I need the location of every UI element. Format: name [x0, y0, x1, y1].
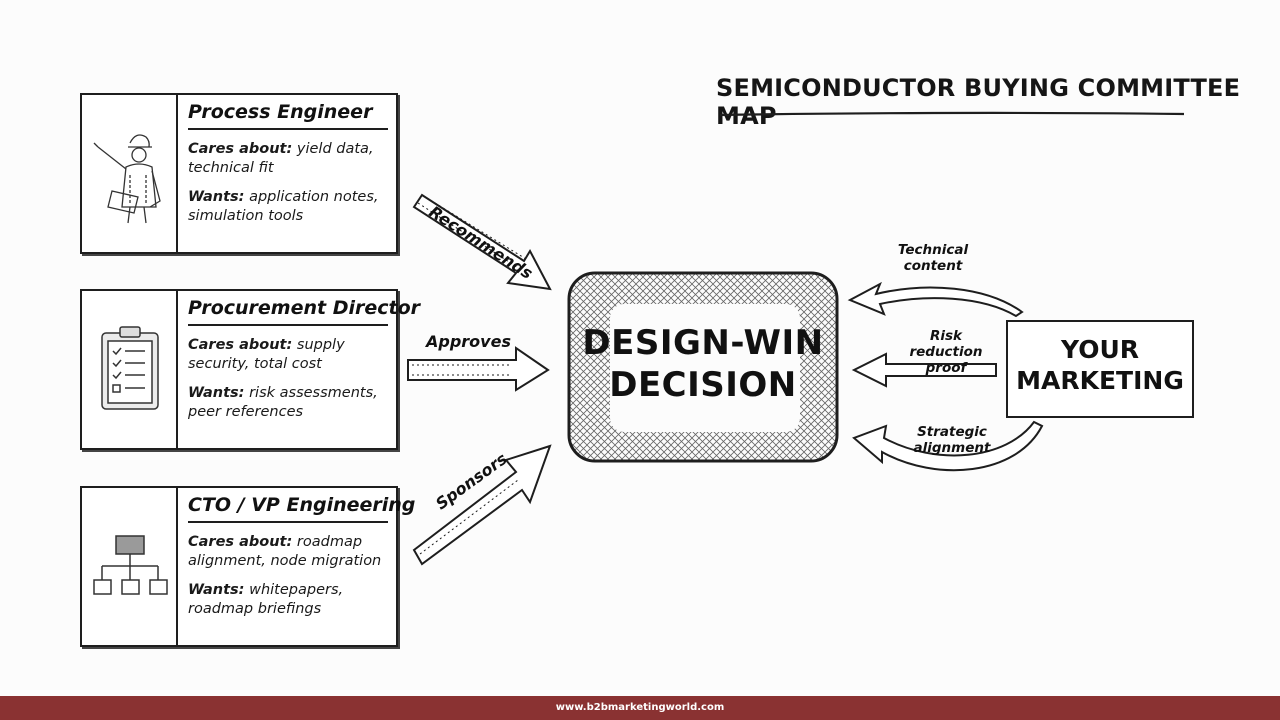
- role-illustration: [82, 488, 178, 645]
- role-wants: Wants: whitepapers, roadmap briefings: [188, 582, 344, 617]
- decision-title: DESIGN-WIN DECISION: [582, 323, 824, 405]
- arrow-approves: [407, 346, 550, 392]
- clipboard-checklist-icon: [101, 326, 159, 410]
- flow-label-technical-content: Technical content: [897, 242, 969, 274]
- title-underline: [719, 111, 1185, 117]
- role-illustration: [82, 95, 178, 252]
- flow-label-risk-reduction-proof: Risk reduction proof: [909, 328, 983, 376]
- diagram-canvas: SEMICONDUCTOR BUYING COMMITTEE MAP: [80, 74, 1241, 647]
- role-name: Process Engineer: [188, 101, 388, 130]
- role-cares: Cares about: supply security, total cost: [188, 337, 345, 372]
- arrow-sponsors: [412, 444, 552, 566]
- role-card-process-engineer: Process Engineer Cares about: yield data…: [80, 93, 398, 254]
- engineer-icon: [93, 134, 161, 224]
- role-wants: Wants: application notes, simulation too…: [188, 189, 379, 224]
- role-illustration: [82, 291, 178, 448]
- org-chart-icon: [93, 535, 168, 595]
- footer-url: www.b2bmarketingworld.com: [0, 696, 1280, 720]
- role-cares: Cares about: roadmap alignment, node mig…: [188, 534, 382, 569]
- role-name: Procurement Director: [188, 297, 420, 326]
- marketing-flow-arrows: [847, 281, 1044, 472]
- role-cares: Cares about: yield data, technical fit: [188, 141, 374, 176]
- role-card-cto-vp-engineering: CTO / VP Engineering Cares about: roadma…: [80, 486, 415, 647]
- flow-label-strategic-alignment: Strategic alignment: [913, 424, 991, 456]
- action-label-approves: Approves: [426, 332, 511, 351]
- diagram-title: SEMICONDUCTOR BUYING COMMITTEE MAP: [716, 74, 1241, 130]
- role-wants: Wants: risk assessments, peer references: [188, 385, 378, 420]
- marketing-box: [1006, 320, 1194, 418]
- role-name: CTO / VP Engineering: [188, 494, 415, 523]
- role-card-procurement-director: Procurement Director Cares about: supply…: [80, 289, 420, 450]
- arrow-recommends: [412, 193, 552, 291]
- decision-box: [567, 271, 839, 463]
- marketing-title: YOUR MARKETING: [1016, 335, 1184, 395]
